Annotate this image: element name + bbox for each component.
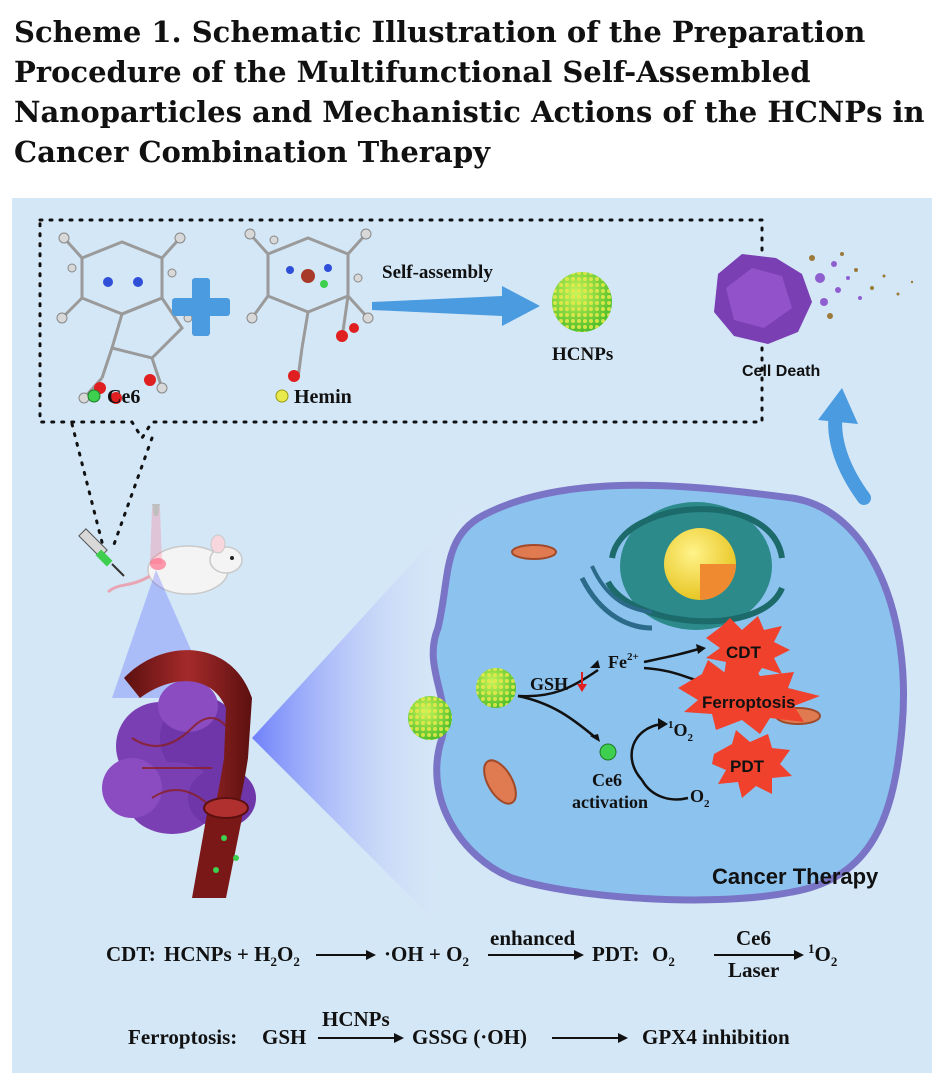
syringe-icon [78, 528, 125, 577]
mech-activation: activation [572, 792, 648, 812]
ce6-activated-dot [599, 743, 617, 761]
equation-ferroptosis: Ferroptosis: GSH HCNPs GSSG (·OH) GPX4 i… [128, 1007, 790, 1049]
cell-death-arrow [818, 388, 871, 505]
eq-pdt-product: 1O2 [808, 941, 837, 969]
cdt-burst: CDT [706, 616, 790, 682]
hemin-legend-dot [275, 389, 289, 403]
self-assembly-label: Self-assembly [382, 262, 493, 283]
mech-fe: Fe2+ [608, 651, 639, 672]
ce6-legend-dot [87, 389, 101, 403]
title-line-4: Cancer Combination Therapy [14, 135, 490, 169]
nucleus [579, 502, 785, 631]
eq-cdt-prefix: CDT: [106, 942, 156, 966]
ce6-label: Ce6 [107, 386, 140, 408]
pdt-burst: PDT [712, 730, 792, 798]
mech-o2: O2 [690, 786, 710, 810]
title-line-2: Procedure of the Multifunctional Self-As… [14, 55, 811, 89]
self-assembly-arrow [372, 286, 540, 326]
plus-icon [172, 278, 230, 336]
hemin-label: Hemin [294, 386, 352, 408]
assembly-dotted-box [38, 218, 764, 441]
eq-pdt-catalyst: Ce6 [736, 926, 771, 950]
ce6-molecule [56, 232, 193, 404]
eq-ferro-prefix: Ferroptosis: [128, 1025, 237, 1049]
eq-ferro-catalyst: HCNPs [322, 1007, 390, 1031]
tumor [102, 680, 256, 834]
gsh-decrease-arrow [577, 672, 587, 692]
dotted-tail [70, 422, 106, 552]
mech-singlet-o2: 1O2 [668, 719, 694, 744]
dead-cell [714, 252, 914, 344]
hemin-molecule [244, 228, 374, 382]
eq-ferro-reactant: GSH [262, 1025, 306, 1049]
mech-ce6: Ce6 [592, 770, 622, 790]
eq-pdt-condition: Laser [728, 958, 779, 982]
cell-death-label: Cell Death [742, 363, 820, 380]
cancer-therapy-label: Cancer Therapy [712, 864, 879, 889]
eq-cdt-reactants: HCNPs + H2O2 [164, 942, 300, 969]
equation-cdt-pdt: CDT: HCNPs + H2O2 ·OH + O2 enhanced PDT:… [106, 926, 837, 982]
svg-text:CDT: CDT [726, 643, 762, 662]
title-line-1: Scheme 1. Schematic Illustration of the … [14, 15, 866, 49]
svg-text:Ferroptosis: Ferroptosis [702, 693, 796, 712]
scheme-illustration: Ce6 Hemin Self-assembly HCNPs [38, 218, 914, 1049]
mouse-icon [107, 504, 243, 595]
eq-pdt-prefix: PDT: [592, 942, 639, 966]
mitochondrion-3 [483, 759, 517, 805]
title-line-3: Nanoparticles and Mechanistic Actions of… [14, 95, 925, 129]
cancer-cell [429, 481, 907, 904]
ferroptosis-burst: Ferroptosis [678, 660, 820, 734]
blood-vessel [124, 650, 252, 898]
eq-ferro-result: GPX4 inhibition [642, 1025, 790, 1049]
eq-enhanced: enhanced [490, 926, 576, 950]
eq-cdt-products: ·OH + O2 [384, 942, 469, 969]
dotted-tail-2 [110, 436, 154, 552]
hcnps-label: HCNPs [552, 344, 613, 365]
eq-ferro-product: GSSG (·OH) [412, 1025, 527, 1049]
eq-pdt-o2: O2 [652, 942, 675, 969]
zoom-beam-2 [252, 498, 472, 918]
scheme-title: Scheme 1. Schematic Illustration of the … [14, 12, 934, 172]
svg-text:PDT: PDT [730, 757, 765, 776]
mech-gsh: GSH [530, 674, 568, 694]
mitochondrion-1 [511, 544, 557, 560]
